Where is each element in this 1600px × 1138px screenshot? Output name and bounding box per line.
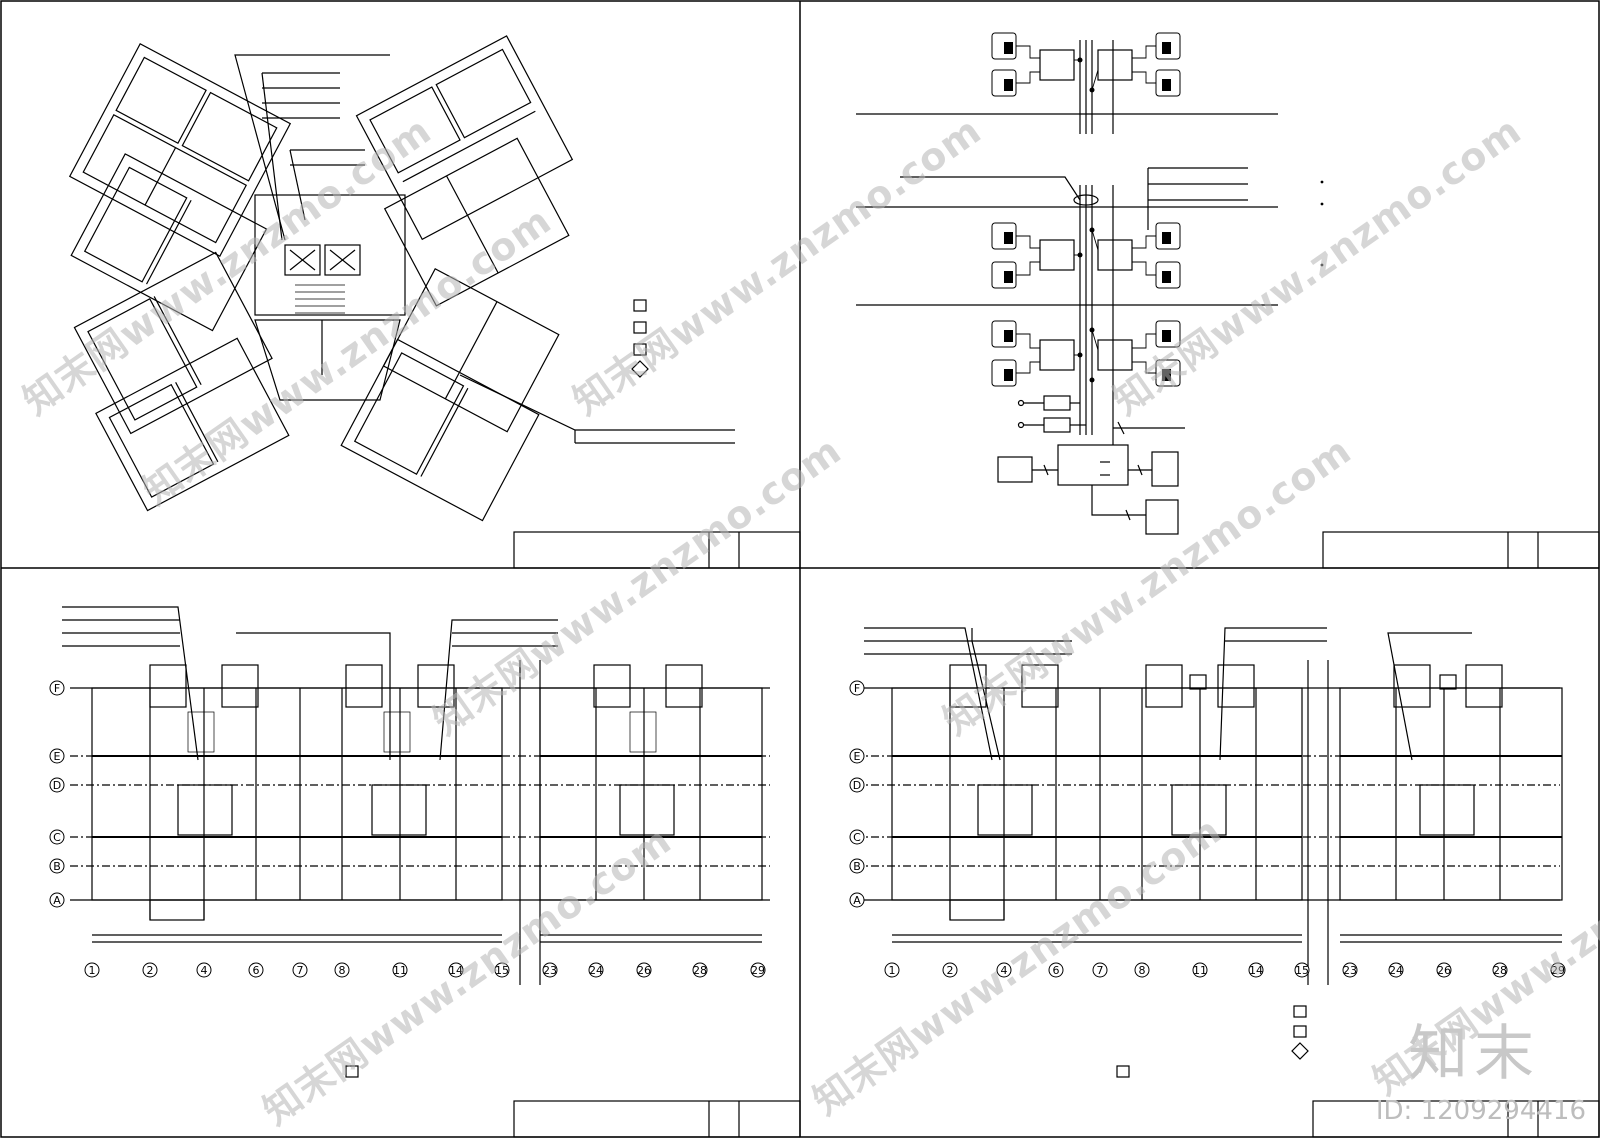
axis-column-bubble [996,962,1012,978]
axis-column-bubble [1192,962,1208,978]
axis-column-bubble [1342,962,1358,978]
axis-column-bubble [1092,962,1108,978]
axis-row-label: D [853,779,861,792]
axis-column-bubble [1550,962,1566,978]
slab-floor-plan-right [855,627,1563,1078]
axis-column-label: 28 [1493,964,1507,977]
axis-column-label: 28 [693,964,707,977]
axis-row-label: B [853,860,861,873]
axis-column-bubble [1436,962,1452,978]
axis-column-bubble [1492,962,1508,978]
axis-column-label: 7 [297,964,304,977]
axis-column-label: 24 [589,964,603,977]
axis-column-label: 15 [495,964,509,977]
axis-column-bubble [884,962,900,978]
axis-column-label: 4 [201,964,208,977]
watermark-logo: 知末 [1408,1019,1540,1089]
axis-row-bubble [49,892,65,908]
axis-column-label: 14 [449,964,463,977]
axis-row-bubble [49,748,65,764]
axis-column-label: 2 [947,964,954,977]
axis-column-bubble [1294,962,1310,978]
axis-row-label: A [853,894,861,907]
axis-column-bubble [392,962,408,978]
axis-column-bubble [1048,962,1064,978]
axis-column-bubble [542,962,558,978]
axis-column-bubble [1388,962,1404,978]
axis-column-label: 26 [1437,964,1451,977]
axis-column-bubble [750,962,766,978]
axis-row-bubble [849,892,865,908]
axis-row-label: E [854,750,861,763]
axis-column-label: 23 [543,964,557,977]
axis-row-label: F [54,682,60,695]
axis-column-bubble [84,962,100,978]
axis-column-label: 11 [1193,964,1207,977]
axis-column-label: 29 [751,964,765,977]
axis-column-label: 26 [637,964,651,977]
title-block-top-left [513,531,801,569]
axis-column-bubble [1134,962,1150,978]
axis-row-label: E [54,750,61,763]
axis-column-label: 29 [1551,964,1565,977]
axis-column-label: 6 [1053,964,1060,977]
axis-column-label: 4 [1001,964,1008,977]
axis-row-bubble [849,777,865,793]
axis-row-label: D [53,779,61,792]
axis-column-label: 11 [393,964,407,977]
axis-column-bubble [494,962,510,978]
axis-column-label: 14 [1249,964,1263,977]
tower-floor-plan [68,35,735,522]
axis-column-bubble [692,962,708,978]
axis-column-label: 8 [1139,964,1146,977]
axis-row-bubble [849,748,865,764]
title-block-top-right [1322,531,1600,569]
axis-row-label: F [854,682,860,695]
document-id: ID: 1209294416 [1375,1096,1586,1126]
telephone-system-diagram [856,32,1324,535]
axis-column-bubble [636,962,652,978]
title-block-bottom-left [513,1100,801,1138]
axis-row-label: C [53,831,61,844]
axis-column-bubble [334,962,350,978]
axis-column-label: 2 [147,964,154,977]
axis-row-label: B [53,860,61,873]
axis-column-label: 23 [1343,964,1357,977]
axis-column-label: 1 [89,964,96,977]
axis-row-bubble [849,680,865,696]
axis-column-label: 7 [1097,964,1104,977]
axis-row-bubble [849,829,865,845]
axis-column-bubble [196,962,212,978]
axis-column-label: 8 [339,964,346,977]
axis-row-bubble [49,777,65,793]
axis-row-label: A [53,894,61,907]
axis-column-bubble [248,962,264,978]
axis-column-label: 6 [253,964,260,977]
title-block-bottom-right [1312,1100,1600,1138]
axis-row-label: C [853,831,861,844]
axis-column-bubble [292,962,308,978]
axis-column-label: 15 [1295,964,1309,977]
axis-column-label: 24 [1389,964,1403,977]
axis-row-labels-left: F E D C B A [49,680,65,908]
axis-row-bubble [49,680,65,696]
axis-row-labels-right: F E D C B A [849,680,865,908]
axis-row-bubble [849,858,865,874]
axis-column-bubble [942,962,958,978]
axis-column-label: 1 [889,964,896,977]
axis-column-bubble [448,962,464,978]
axis-column-bubble [1248,962,1264,978]
slab-floor-plan-left [62,606,770,1078]
axis-column-bubble [588,962,604,978]
axis-row-bubble [49,858,65,874]
axis-column-bubble [142,962,158,978]
axis-row-bubble [49,829,65,845]
